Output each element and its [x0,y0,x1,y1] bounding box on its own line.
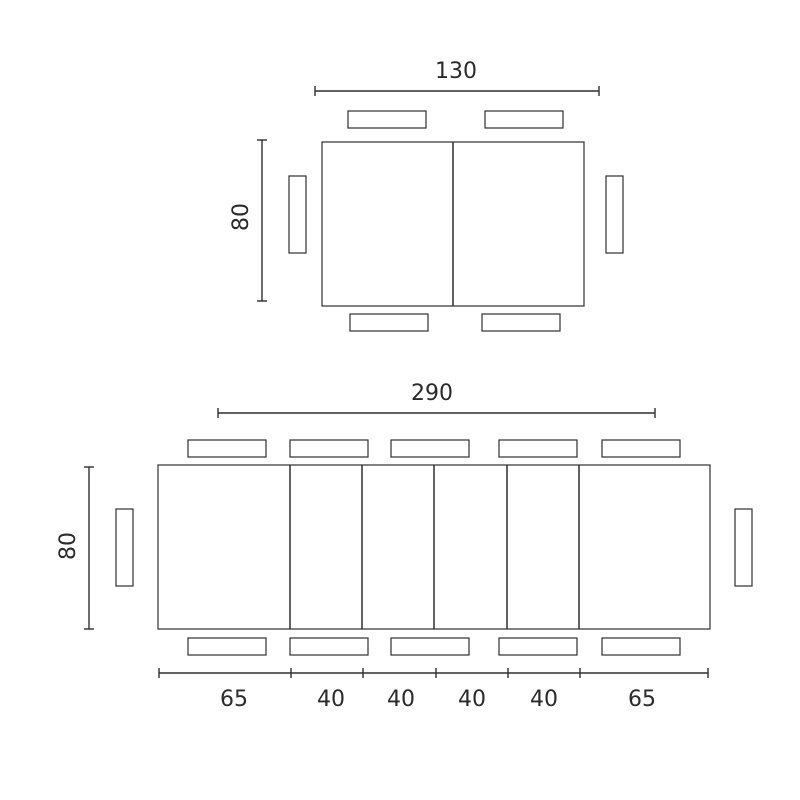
chair-bottom-right [481,313,561,332]
chair-bottom-4 [498,637,578,656]
chair-top-4 [498,439,578,458]
chair-top-2 [289,439,369,458]
closed-width-dimension: 130 [314,59,600,96]
chair-bottom-1 [187,637,267,656]
chair-left-end-extended [115,508,134,587]
chair-top-3 [390,439,470,458]
extended-width-label: 290 [411,381,453,406]
chair-bottom-left [349,313,429,332]
segment-label-6: 65 [628,687,656,712]
closed-table-plan: 130 80 [229,59,624,332]
extended-table-plan: 290 80 [56,381,753,712]
segment-label-4: 40 [458,687,486,712]
segment-label-5: 40 [530,687,558,712]
chair-bottom-2 [289,637,369,656]
closed-depth-label: 80 [229,203,254,231]
chair-bottom-3 [390,637,470,656]
chair-top-5 [601,439,681,458]
chair-bottom-5 [601,637,681,656]
chair-top-1 [187,439,267,458]
extended-width-dimension: 290 [217,381,656,418]
chair-right-end-extended [734,508,753,587]
segment-dimension: 65 40 40 40 40 65 [158,668,709,712]
segment-label-1: 65 [220,687,248,712]
chair-top-left [347,110,427,129]
chair-top-right [484,110,564,129]
extended-depth-label: 80 [56,532,81,560]
extended-depth-dimension: 80 [56,466,94,630]
chair-right-end [605,175,624,254]
chair-left-end [288,175,307,254]
segment-label-2: 40 [317,687,345,712]
segment-label-3: 40 [387,687,415,712]
closed-width-label: 130 [435,59,477,84]
closed-depth-dimension: 80 [229,139,267,302]
